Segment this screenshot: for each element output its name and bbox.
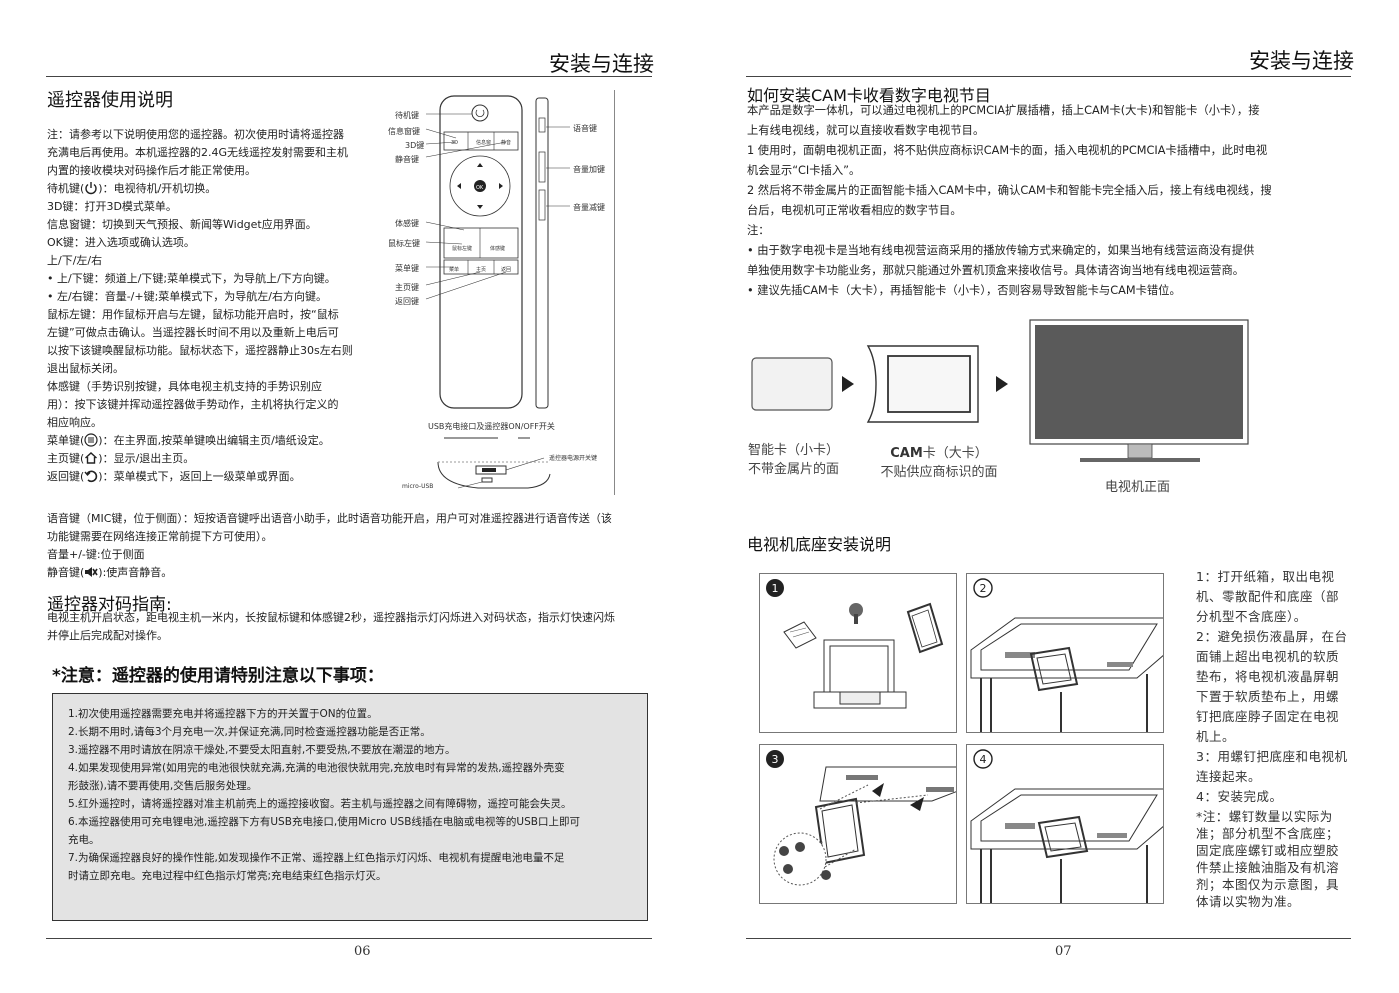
notice-line: 2.长期不用时,请每3个月充电一次,并保证充满,同时检查遥控器功能是否正常。	[68, 726, 431, 738]
label-gesture: 体感键	[395, 219, 419, 228]
mute-icon	[85, 567, 98, 577]
pairing-title: 遥控器对码指南:	[47, 595, 172, 615]
home-key-desc: 主页键()：显示/退出主页。	[47, 452, 195, 465]
arrow-icon	[842, 376, 854, 392]
cam-instructions: 本产品是数字一体机，可以通过电视机上的PCMCIA扩展插槽，插上CAM卡(大卡)…	[747, 104, 1272, 297]
label-usb: USB充电接口及遥控器ON/OFF开关	[428, 422, 555, 431]
stand-note: *注：螺钉数量以实际为准；部分机型不含底座；固定底座螺钉或相应塑胶 件禁止接触油…	[1196, 809, 1340, 909]
remote-btn-mute: 静音	[501, 139, 511, 146]
label-voice: 语音键	[573, 124, 597, 133]
section-header: 安装与连接	[549, 52, 654, 76]
remote-usage-title: 遥控器使用说明	[47, 90, 173, 111]
page-right: 安装与连接 如何安装CAM卡收看数字电视节目 本产品是数字一体机，可以通过电视机…	[700, 0, 1399, 993]
mute-key-desc: 静音键():使声音静音。	[47, 566, 173, 579]
stand-step-panel-3: 3	[759, 744, 957, 904]
footer-rule	[746, 938, 1351, 939]
cam-title: 如何安装CAM卡收看数字电视节目	[747, 86, 991, 105]
label-mute: 静音键	[395, 155, 419, 164]
remote-diagram: 3D 信息窗 静音 OK 鼠标左键 体感键 菜单 主页 返回	[425, 95, 570, 409]
voice-key-desc: 语音键（MIC键，位于侧面）：短按语音键呼出语音小助手，此时语音功能开启，用户可…	[47, 510, 657, 582]
panel-number: 3	[772, 753, 779, 766]
remote-btn-menu: 菜单	[449, 266, 459, 273]
label-3d: 3D键	[405, 141, 425, 150]
notice-box: 1.初次使用遥控器需要充电并将遥控器下方的开关置于ON的位置。 2.长期不用时,…	[52, 693, 648, 921]
stand-step-panel-4: 4	[966, 744, 1164, 904]
remote-btn-home: 主页	[476, 266, 486, 273]
page-number: 06	[354, 944, 371, 959]
label-back: 返回键	[395, 297, 419, 306]
section-header: 安装与连接	[1249, 49, 1354, 73]
smart-card	[751, 357, 833, 411]
remote-intro: 注：请参考以下说明使用您的遥控器。初次使用时请将遥控器充满电后再使用。本机遥控器…	[47, 128, 349, 177]
cam-card-caption: CAM卡（大卡） 不贴供应商标识的面	[880, 446, 998, 480]
remote-btn-ok: OK	[476, 185, 484, 191]
panel-number: 2	[980, 582, 987, 595]
label-menu: 菜单键	[395, 264, 419, 273]
notice-title: *注意：遥控器的使用请特别注意以下事项：	[52, 666, 384, 686]
smart-card-caption: 智能卡（小卡）不带金属片的面	[748, 443, 840, 477]
remote-btn-info: 信息窗	[476, 139, 491, 146]
remote-btn-mouse: 鼠标左键	[452, 245, 472, 252]
label-home: 主页键	[395, 283, 419, 292]
stand-step-panel-2: 2	[966, 573, 1164, 733]
header-rule	[746, 76, 1351, 77]
arrow-icon	[996, 376, 1008, 392]
notice-line: 5.红外遥控时，请将遥控器对准主机前壳上的遥控接收窗。若主机与遥控器之间有障碍物…	[68, 798, 572, 810]
notice-line: 时请立即充电。充电过程中红色指示灯常亮;充电结束红色指示灯灭。	[68, 870, 387, 882]
notice-line: 6.本遥控器使用可充电锂电池,遥控器下方有USB充电接口,使用Micro USB…	[68, 816, 580, 828]
stand-steps: 1：打开纸箱，取出电视机、零散配件和底座（部分机型不含底座）。 2：避免损伤液晶…	[1196, 569, 1348, 804]
footer-rule	[46, 938, 652, 939]
notice-line: 3.遥控器不用时请放在阴凉干燥处,不要受太阳直射,不要受热,不要放在潮湿的地方。	[68, 744, 456, 756]
panel-number: 1	[772, 582, 779, 595]
label-micro-usb: micro-USB	[402, 483, 434, 490]
remote-btn-back: 返回	[501, 266, 511, 273]
label-mouse: 鼠标左键	[388, 239, 420, 248]
notice-line: 4.如果发现使用异常(如用完的电池很快就充满,充满的电池很快就用完,充放电时有异…	[68, 762, 565, 774]
power-icon	[85, 182, 97, 195]
remote-btn-3d: 3D	[451, 140, 458, 146]
label-standby: 待机键	[395, 111, 419, 120]
notice-line: 7.为确保遥控器良好的操作性能,如发现操作不正常、遥控器上红色指示灯闪烁、电视机…	[68, 852, 565, 864]
panel-number: 4	[980, 753, 987, 766]
page-left: 安装与连接 遥控器使用说明 注：请参考以下说明使用您的遥控器。初次使用时请将遥控…	[46, 52, 657, 959]
stand-title: 电视机底座安装说明	[747, 535, 892, 554]
remote-bottom-diagram	[437, 437, 551, 489]
stand-step-panel-1: 1	[759, 573, 957, 733]
page-number: 07	[1055, 944, 1072, 959]
cam-card-diagram	[751, 319, 1249, 462]
diagram-divider	[614, 90, 615, 495]
header-rule	[46, 76, 652, 77]
notice-line: 1.初次使用遥控器需要充电并将遥控器下方的开关置于ON的位置。	[68, 708, 378, 720]
label-vol-up: 音量加键	[573, 165, 605, 174]
label-vol-down: 音量减键	[573, 203, 605, 212]
standby-key-desc: 待机键()：电视待机/开机切换。	[47, 182, 217, 195]
pairing-desc: 电视主机开启状态，距电视主机一米内，长按鼠标键和体感键2秒，遥控器指示灯闪烁进入…	[47, 611, 615, 642]
label-info: 信息窗键	[388, 127, 420, 136]
notice-line: 形鼓涨),请不要再使用,交售后服务处理。	[68, 780, 258, 792]
remote-btn-gesture: 体感键	[490, 245, 505, 252]
label-switch: 遥控器电源开关键	[549, 455, 598, 462]
menu-icon	[84, 433, 98, 447]
menu-key-desc: 菜单键()：在主界面,按菜单键唤出编辑主页/墙纸设定。	[47, 433, 330, 447]
key-descriptions: 待机键()：电视待机/开机切换。 3D键：打开3D模式菜单。 信息窗键：切换到天…	[47, 180, 392, 486]
home-icon	[85, 452, 98, 464]
tv-caption: 电视机正面	[1105, 480, 1171, 495]
notice-line: 充电。	[68, 834, 100, 846]
back-icon	[84, 470, 98, 483]
back-key-desc: 返回键()：菜单模式下，返回上一级菜单或界面。	[47, 470, 301, 483]
